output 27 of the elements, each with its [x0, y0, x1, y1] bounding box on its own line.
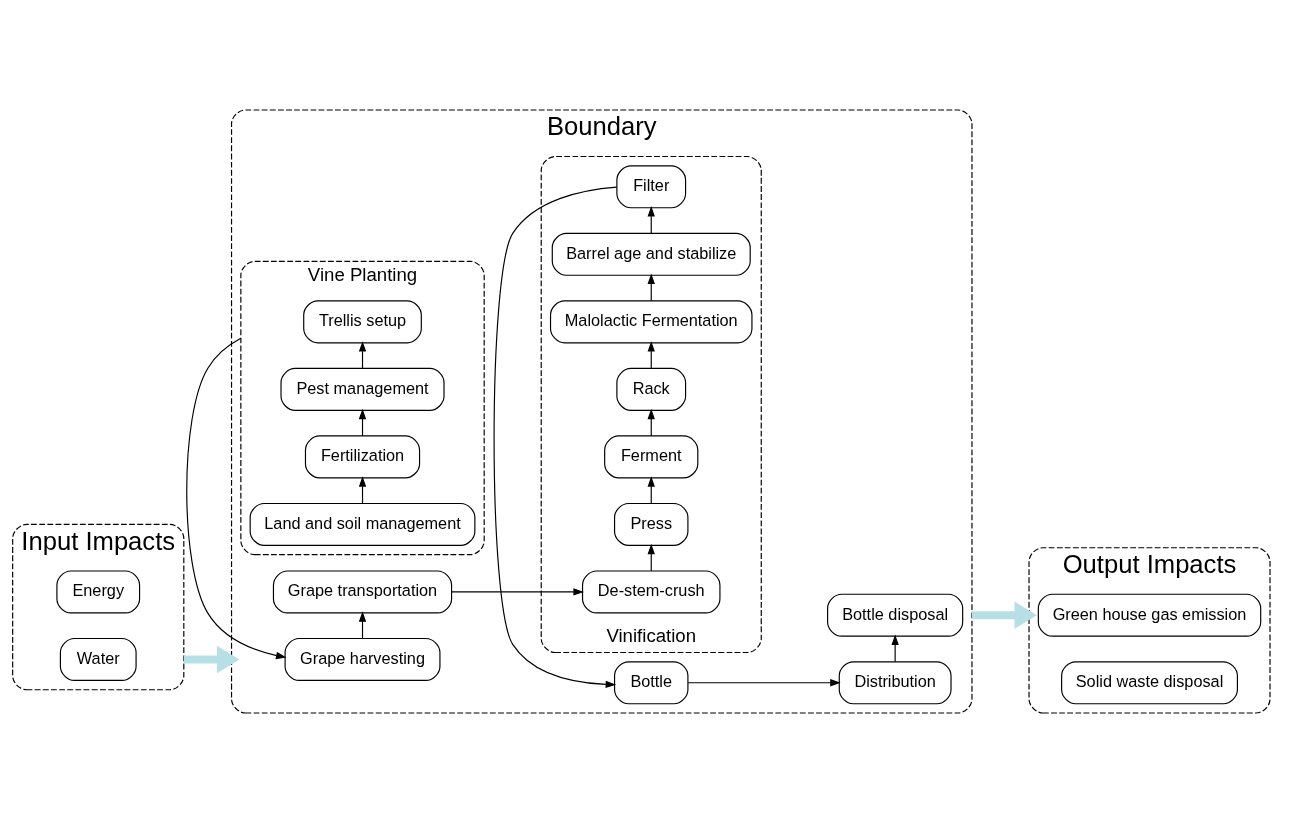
node-box: Ferment [604, 434, 699, 478]
node-box: Fertilization [304, 434, 421, 478]
node-box: Rack [616, 367, 687, 411]
arrow [972, 601, 1037, 629]
arrow [493, 186, 618, 688]
node-box: Water [59, 637, 137, 681]
arrow [687, 678, 841, 686]
node-box: Solid waste disposal [1061, 660, 1238, 704]
node-box: Bottle [614, 660, 689, 704]
node-box: Trellis setup [303, 299, 422, 343]
node-box: Pest management [280, 367, 445, 411]
node-box: Land and soil management [249, 502, 476, 546]
arrow [451, 587, 584, 596]
node-box: Grape harvesting [284, 637, 441, 681]
node-box: Distribution [838, 660, 952, 704]
node-box: De-stem-crush [581, 569, 721, 613]
node-box: Press [614, 502, 689, 546]
node-box: Barrel age and stabilize [551, 232, 751, 276]
node-box: Grape transportation [272, 569, 453, 613]
node-box: Bottle disposal [827, 593, 964, 637]
node-box: Energy [56, 569, 141, 613]
arrow [891, 634, 899, 662]
node-box: Malolactic Fermentation [549, 299, 753, 343]
node-box: Filter [616, 164, 687, 208]
node-box: Green house gas emission [1037, 593, 1262, 637]
arrow [183, 645, 240, 673]
arrow [186, 337, 287, 659]
